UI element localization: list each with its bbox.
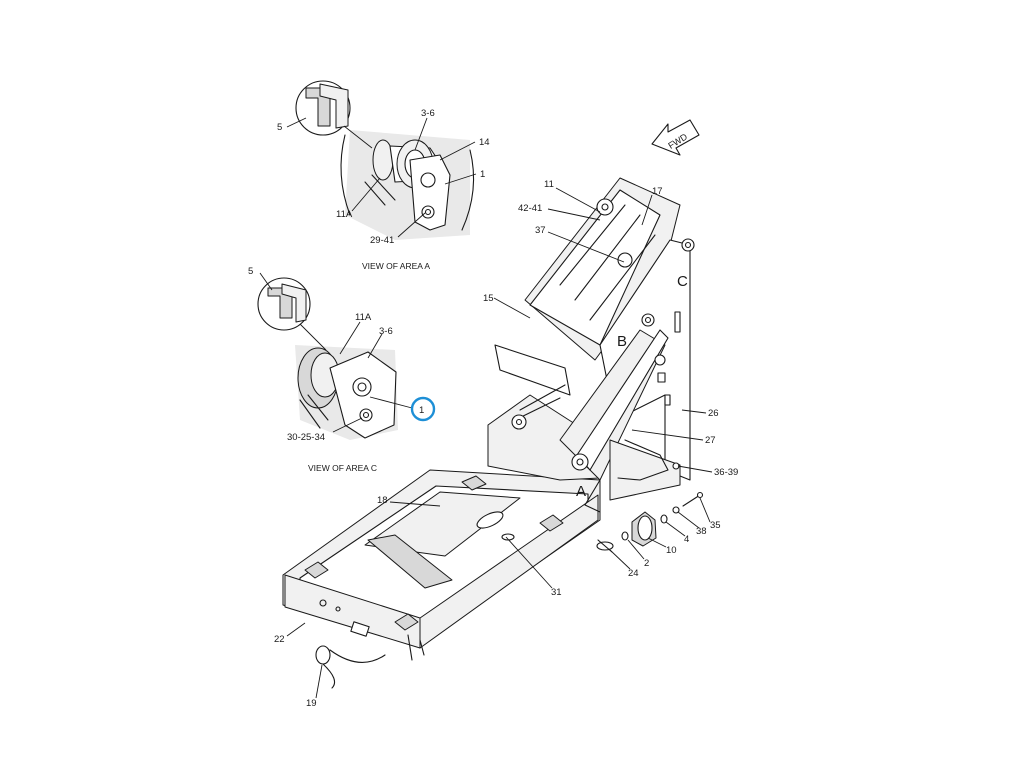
- callout-36-39: 36-39: [714, 467, 738, 478]
- view-area-a: 5 3-6 14 1 11A 29-41 VIEW OF AREA A: [277, 80, 490, 271]
- callout-a-1: 1: [480, 169, 485, 180]
- callout-a-5: 5: [277, 122, 282, 133]
- callout-31: 31: [551, 587, 562, 598]
- callout-2: 2: [644, 558, 649, 569]
- callout-42-41: 42-41: [518, 203, 542, 214]
- view-area-a-caption: VIEW OF AREA A: [362, 261, 430, 271]
- callout-c-5: 5: [248, 266, 253, 277]
- area-marker-b: B: [617, 333, 627, 350]
- callout-a-14: 14: [479, 137, 490, 148]
- callout-35: 35: [710, 520, 721, 531]
- callout-c-3-6: 3-6: [379, 326, 393, 337]
- area-marker-a: A: [576, 483, 586, 500]
- callout-18: 18: [377, 495, 388, 506]
- callout-22: 22: [274, 634, 285, 645]
- main-assembly: A B C 11 42-41 1: [274, 177, 738, 709]
- callout-a-11a: 11A: [336, 209, 353, 220]
- callout-11: 11: [544, 179, 554, 190]
- callout-37: 37: [535, 225, 546, 236]
- callout-27: 27: [705, 435, 716, 446]
- area-marker-c: C: [677, 273, 688, 290]
- callout-a-29-41: 29-41: [370, 235, 394, 246]
- callout-c-1[interactable]: 1: [419, 405, 424, 416]
- view-area-c: 5 11A 3-6 1 30-25-34 VIEW OF AREA C: [248, 266, 436, 473]
- callout-24: 24: [628, 568, 639, 579]
- callout-17: 17: [652, 186, 663, 197]
- view-area-c-caption: VIEW OF AREA C: [308, 463, 377, 473]
- forward-arrow-icon: FWD: [651, 119, 700, 156]
- callout-38: 38: [696, 526, 707, 537]
- callout-15: 15: [483, 293, 494, 304]
- callout-c-30-25-34: 30-25-34: [287, 432, 325, 443]
- callout-26: 26: [708, 408, 719, 419]
- callout-a-3-6: 3-6: [421, 108, 435, 119]
- callout-c-11a: 11A: [355, 312, 372, 323]
- callout-4: 4: [684, 534, 689, 545]
- highlight-ring[interactable]: [410, 396, 436, 422]
- callout-19: 19: [306, 698, 317, 709]
- callout-10: 10: [666, 545, 677, 556]
